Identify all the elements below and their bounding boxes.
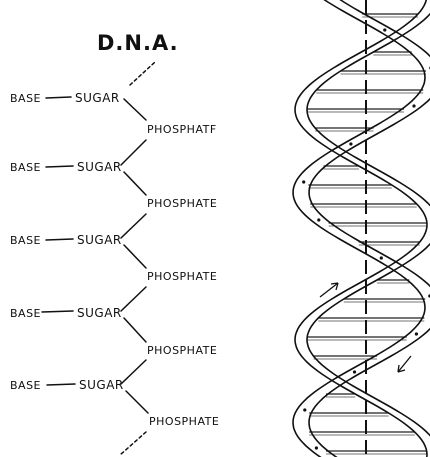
phosphate-dot (380, 256, 383, 259)
helix-strand-a-edge (293, 0, 425, 457)
helix-strand-b-edge (307, 0, 430, 457)
phosphate-dot (302, 180, 305, 183)
helix-strand-b-edge (295, 0, 427, 457)
helix-strand-a-edge (309, 0, 430, 457)
phosphate-dot (415, 332, 418, 335)
phosphate-dot (315, 446, 318, 449)
phosphate-dot (349, 142, 352, 145)
phosphate-dot (317, 218, 320, 221)
direction-arrow-up (320, 283, 338, 297)
phosphate-dot (353, 370, 356, 373)
phosphate-dot (383, 28, 386, 31)
phosphate-dot (303, 408, 306, 411)
phosphate-dot (412, 104, 415, 107)
